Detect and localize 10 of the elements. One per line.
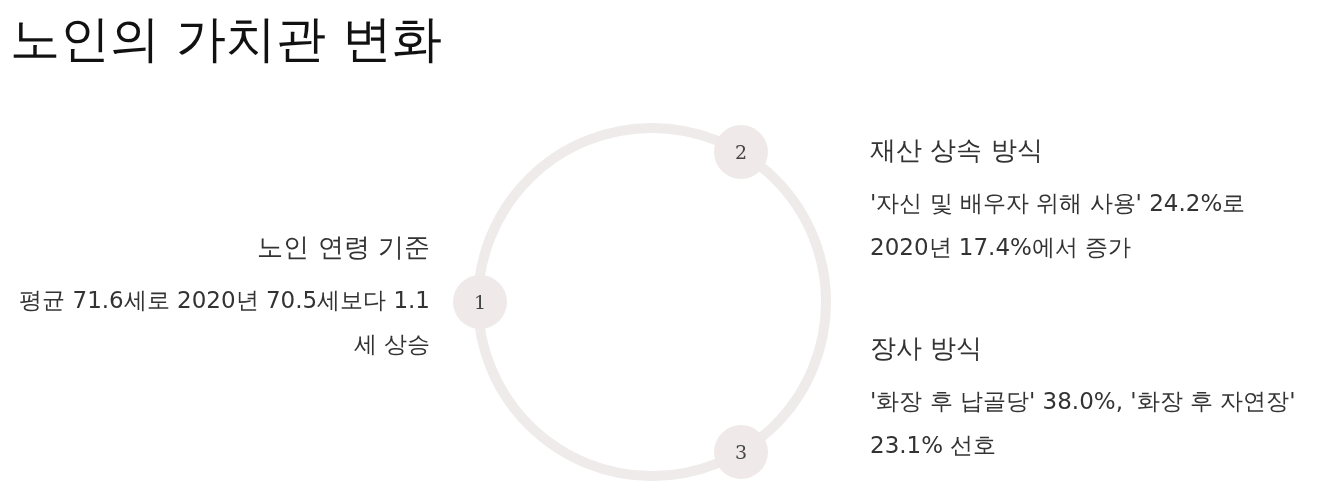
- item-heading: 재산 상속 방식: [870, 134, 1044, 167]
- item-heading: 노인 연령 기준: [256, 231, 430, 264]
- item-heading: 장사 방식: [870, 332, 984, 365]
- number-badge: 1: [453, 275, 507, 329]
- number-badge: 2: [714, 125, 768, 179]
- item-description: 평균 71.6세로 2020년 70.5세보다 1.1세 상승: [18, 286, 430, 359]
- page-title: 노인의 가치관 변화: [10, 9, 442, 70]
- number-badge: 3: [714, 425, 768, 479]
- item-description: '자신 및 배우자 위해 사용' 24.2%로 2020년 17.4%에서 증가: [870, 189, 1247, 262]
- item-description: '화장 후 납골당' 38.0%, '화장 후 자연장' 23.1% 선호: [870, 387, 1297, 460]
